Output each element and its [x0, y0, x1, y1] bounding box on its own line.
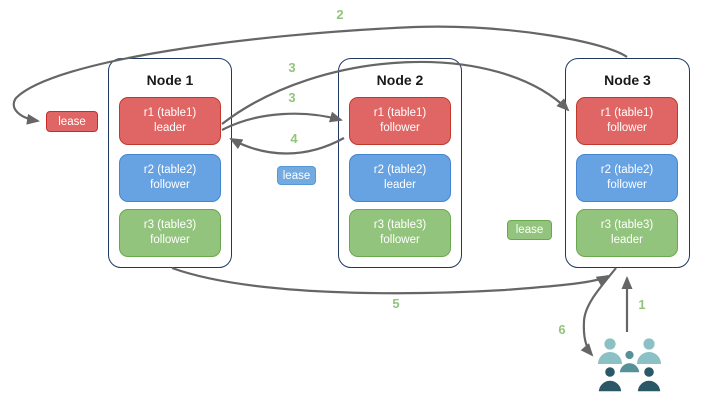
- replica-name: r1 (table1): [143, 106, 197, 119]
- replica-name: r1 (table1): [600, 106, 654, 119]
- replica-name: r2 (table2): [373, 163, 427, 176]
- replica-name: r3 (table3): [373, 218, 427, 231]
- node-1-title: Node 1: [146, 72, 194, 88]
- lease-tag-blue: lease: [277, 166, 316, 185]
- node-3-box: Node 3 r1 (table1) follower r2 (table2) …: [565, 58, 690, 268]
- replica-role: leader: [154, 122, 186, 134]
- users-icon: [597, 338, 662, 393]
- node3-replica-r2-follower: r2 (table2) follower: [576, 154, 678, 202]
- replica-role: leader: [611, 234, 643, 246]
- step-label-2: 2: [336, 7, 344, 22]
- step-label-6: 6: [558, 322, 566, 337]
- replica-role: follower: [150, 179, 190, 191]
- node-2-box: Node 2 r1 (table1) follower r2 (table2) …: [338, 58, 462, 268]
- step-label-3a: 3: [288, 60, 296, 75]
- node2-replica-r1-follower: r1 (table1) follower: [349, 97, 451, 145]
- step-label-1: 1: [638, 297, 646, 312]
- replica-name: r3 (table3): [600, 218, 654, 231]
- replica-role: follower: [607, 179, 647, 191]
- replica-name: r1 (table1): [373, 106, 427, 119]
- replica-role: leader: [384, 179, 416, 191]
- step-label-5: 5: [392, 296, 400, 311]
- step-label-3b: 3: [288, 90, 296, 105]
- node3-replica-r3-leader: r3 (table3) leader: [576, 209, 678, 257]
- node1-replica-r2-follower: r2 (table2) follower: [119, 154, 221, 202]
- replica-role: follower: [380, 122, 420, 134]
- replica-role: follower: [150, 234, 190, 246]
- node2-replica-r3-follower: r3 (table3) follower: [349, 209, 451, 257]
- node2-replica-r2-leader: r2 (table2) leader: [349, 154, 451, 202]
- step-label-4: 4: [290, 131, 298, 146]
- node3-replica-r1-follower: r1 (table1) follower: [576, 97, 678, 145]
- node-2-title: Node 2: [376, 72, 424, 88]
- arrow-step-2: [12, 25, 628, 125]
- replica-name: r2 (table2): [143, 163, 197, 176]
- arrow-step-6: [580, 267, 617, 357]
- replica-name: r3 (table3): [143, 218, 197, 231]
- arrow-step-5: [171, 266, 610, 295]
- node-3-title: Node 3: [604, 72, 651, 88]
- replica-name: r2 (table2): [600, 163, 654, 176]
- node-1-box: Node 1 r1 (table1) leader r2 (table2) fo…: [108, 58, 232, 268]
- replica-role: follower: [607, 122, 647, 134]
- replica-role: follower: [380, 234, 420, 246]
- arrow-step-3b: [221, 111, 343, 131]
- lease-tag-green: lease: [507, 220, 552, 240]
- node1-replica-r1-leader: r1 (table1) leader: [119, 97, 221, 145]
- node1-replica-r3-follower: r3 (table3) follower: [119, 209, 221, 257]
- lease-tag-red: lease: [46, 111, 98, 132]
